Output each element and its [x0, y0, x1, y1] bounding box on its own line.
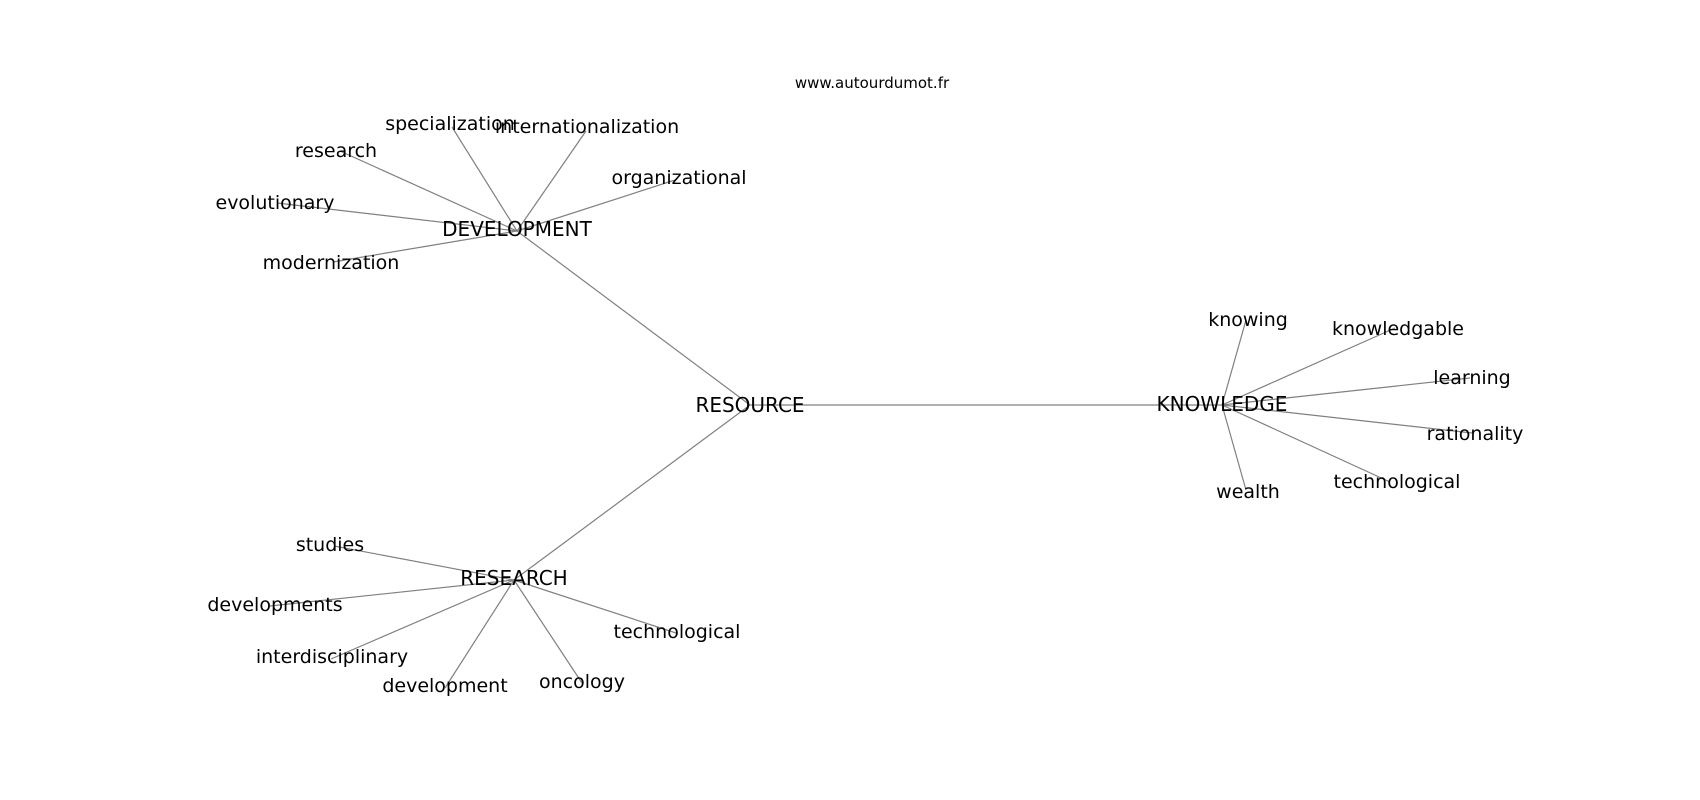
edge-knowledge-knowledgable	[1221, 327, 1396, 406]
node-knowledge: KNOWLEDGE	[1157, 392, 1288, 416]
source-watermark: www.autourdumot.fr	[795, 74, 950, 92]
leaf-research-developments: developments	[207, 594, 342, 616]
leaf-research-technological: technological	[614, 621, 741, 643]
edge-development-modernization	[332, 230, 518, 263]
edge-resource-development	[516, 230, 751, 406]
edge-knowledge-technological	[1221, 404, 1391, 483]
edge-research-oncology	[513, 579, 583, 684]
edge-development-internationalization	[516, 130, 587, 232]
edge-development-evolutionary	[276, 202, 518, 232]
edge-resource-research	[513, 404, 751, 581]
leaf-research-studies: studies	[296, 534, 364, 556]
edge-development-specialization	[451, 126, 518, 232]
edge-development-research	[339, 150, 518, 232]
edge-research-interdisciplinary	[330, 579, 515, 660]
leaf-development-organizational: organizational	[611, 167, 746, 189]
edge-research-studies	[333, 545, 515, 581]
edge-knowledge-learning	[1221, 377, 1471, 406]
edge-knowledge-wealth	[1221, 404, 1247, 491]
leaf-development-specialization: specialization	[385, 113, 515, 135]
leaf-knowledge-technological: technological	[1334, 471, 1461, 493]
edge-development-organizational	[516, 179, 676, 232]
leaf-knowledge-wealth: wealth	[1216, 481, 1280, 503]
leaf-knowledge-knowledgable: knowledgable	[1332, 318, 1464, 340]
edge-knowledge-knowing	[1221, 319, 1247, 406]
leaf-knowledge-learning: learning	[1433, 367, 1511, 389]
edge-research-technological	[513, 579, 677, 634]
leaf-development-modernization: modernization	[263, 252, 400, 274]
edge-research-development	[444, 579, 515, 689]
leaf-research-development: development	[382, 675, 507, 697]
leaf-research-interdisciplinary: interdisciplinary	[256, 646, 408, 668]
leaf-research-oncology: oncology	[539, 671, 625, 693]
edge-knowledge-rationality	[1221, 404, 1473, 434]
leaf-knowledge-knowing: knowing	[1208, 309, 1288, 331]
edge-research-developments	[269, 579, 515, 607]
leaf-knowledge-rationality: rationality	[1427, 423, 1524, 445]
leaf-development-internationalization: internationalization	[495, 116, 679, 138]
leaf-development-research: research	[295, 140, 377, 162]
node-research: RESEARCH	[460, 566, 567, 590]
node-resource: RESOURCE	[695, 393, 804, 417]
leaf-development-evolutionary: evolutionary	[216, 192, 335, 214]
node-development: DEVELOPMENT	[442, 217, 592, 241]
